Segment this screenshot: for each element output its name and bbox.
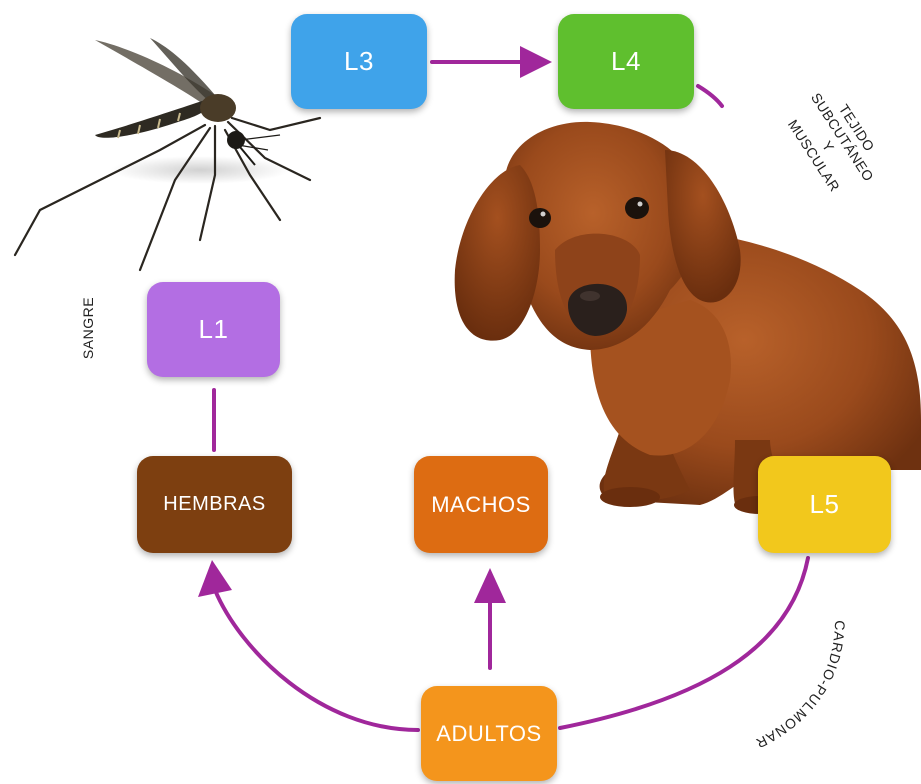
label-cardio-pulmonar-text: CARDIO-PULMONAR — [753, 620, 848, 752]
label-cardio-pulmonar: CARDIO-PULMONAR — [753, 620, 848, 752]
